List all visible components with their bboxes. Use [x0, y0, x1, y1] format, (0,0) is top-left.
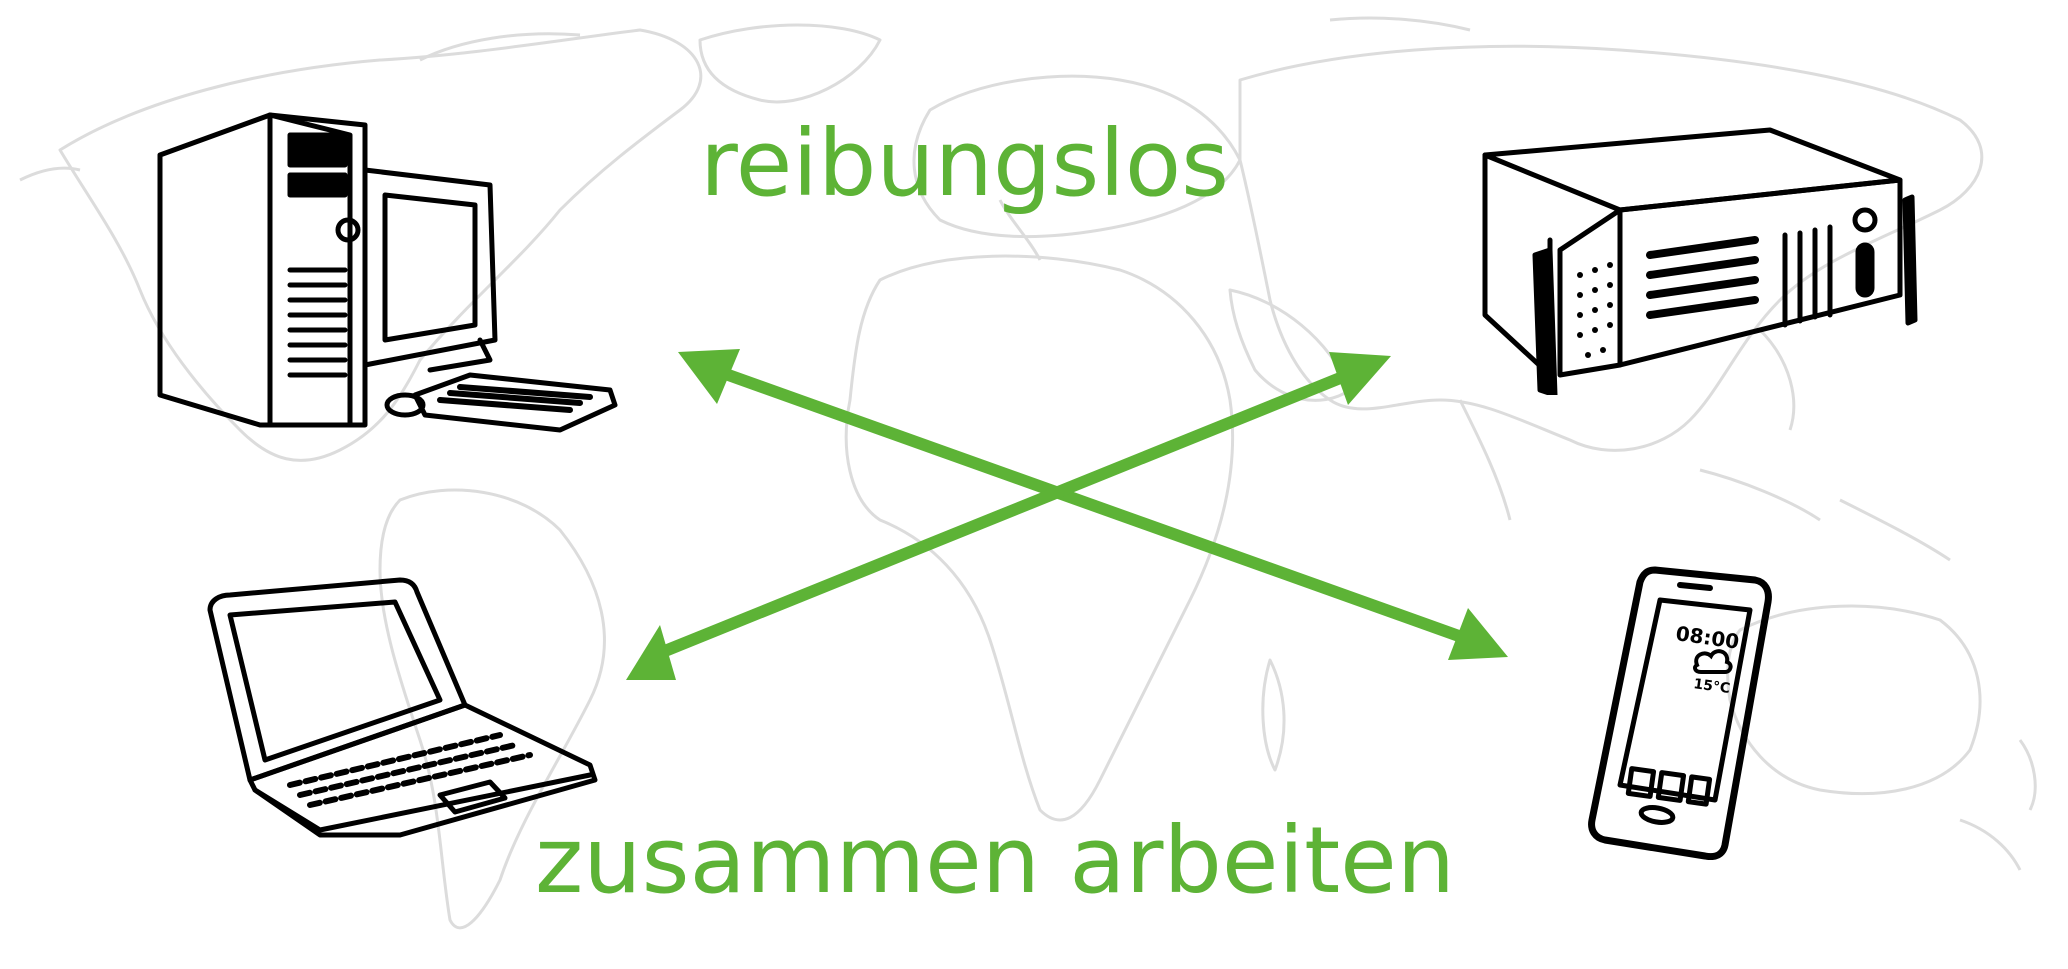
- arrowhead-smartphone: [1448, 608, 1508, 660]
- arrowhead-server: [1329, 352, 1391, 405]
- rack-server-icon: [1482, 127, 1918, 395]
- laptop-icon: [207, 577, 598, 838]
- desktop-computer-icon: [157, 112, 618, 433]
- headline-bottom: zusammen arbeiten: [535, 807, 1456, 914]
- arrow-desktop-smartphone: [717, 366, 1473, 646]
- smartphone-icon: 08:00 15°C: [1588, 566, 1772, 860]
- arrow-server-laptop: [652, 364, 1363, 661]
- weather-icon: [1692, 649, 1733, 674]
- arrowhead-desktop: [678, 349, 740, 404]
- headline-top: reibungslos: [700, 110, 1230, 217]
- phone-temp-text: 15°C: [1692, 676, 1731, 697]
- arrowhead-laptop: [626, 625, 676, 680]
